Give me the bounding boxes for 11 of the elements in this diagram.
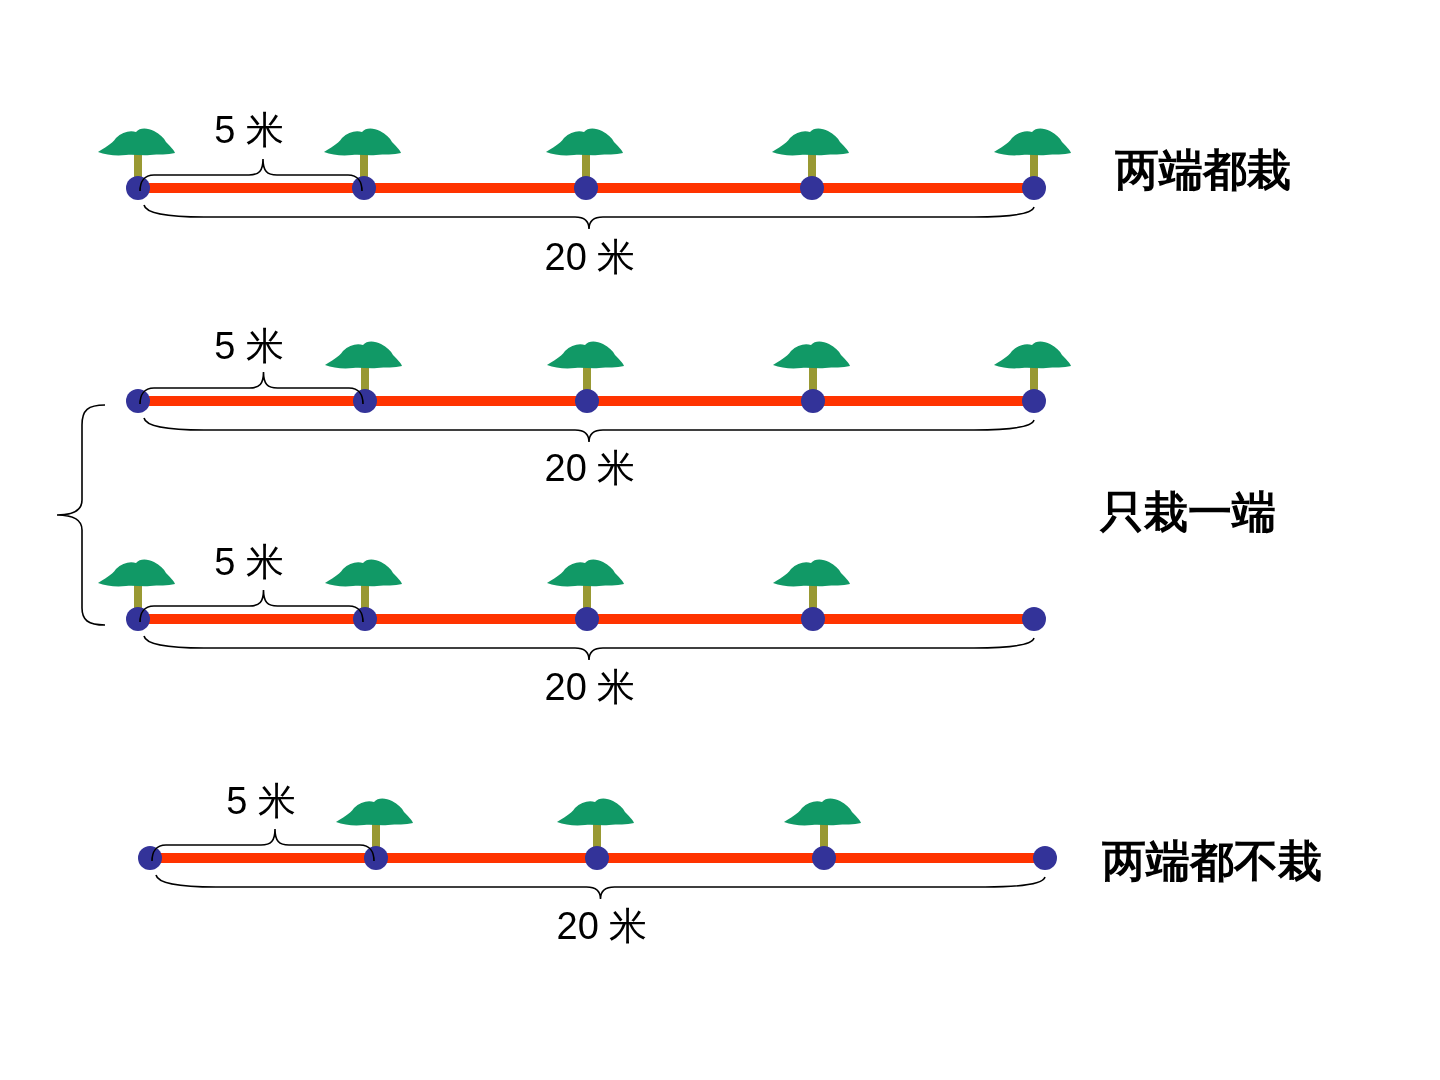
- case-label: 两端都不栽: [1102, 840, 1322, 884]
- case-label: 两端都栽: [1115, 149, 1291, 193]
- dimension-label: 5 米: [214, 111, 284, 149]
- dimension-label: 5 米: [226, 782, 296, 820]
- dimension-label: 20 米: [556, 907, 648, 945]
- dimension-label: 20 米: [544, 449, 636, 487]
- dimension-label: 5 米: [214, 543, 284, 581]
- dimension-label: 20 米: [544, 668, 636, 706]
- dimension-label: 20 米: [544, 238, 636, 276]
- dimension-label: 5 米: [214, 327, 284, 365]
- case-label: 只栽一端: [1100, 491, 1276, 535]
